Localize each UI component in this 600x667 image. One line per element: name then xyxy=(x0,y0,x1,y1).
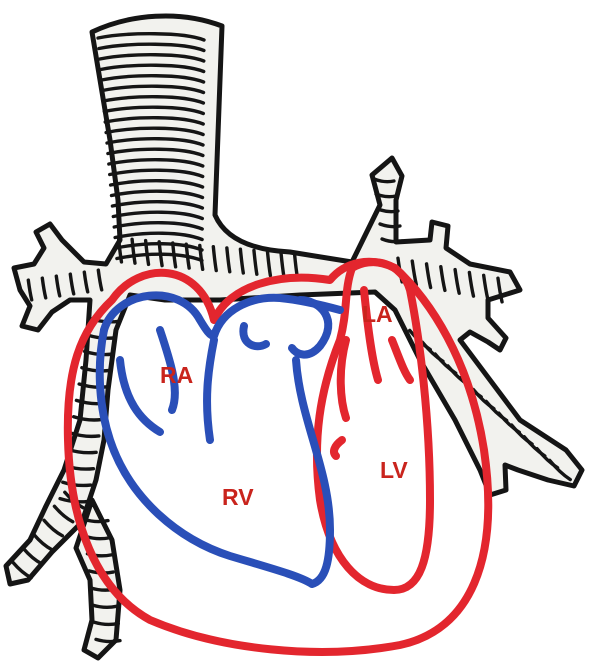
right-heart-blue xyxy=(100,295,340,584)
label-left-atrium: LA xyxy=(362,301,393,327)
chorda-red xyxy=(334,440,342,456)
label-left-ventricle: LV xyxy=(380,457,408,483)
label-right-atrium: RA xyxy=(160,362,193,388)
mitral-leaflet-right xyxy=(392,340,410,380)
pulmonary-valve-blue xyxy=(243,326,266,346)
septal-leaflet-blue xyxy=(120,360,160,432)
right-ventricle-outline-blue xyxy=(100,330,330,584)
label-right-ventricle: RV xyxy=(222,484,254,510)
mitral-leaflet-left xyxy=(341,340,346,418)
pulmonary-cusp-blue xyxy=(292,300,328,355)
tricuspid-leaflet-2 xyxy=(207,340,214,440)
